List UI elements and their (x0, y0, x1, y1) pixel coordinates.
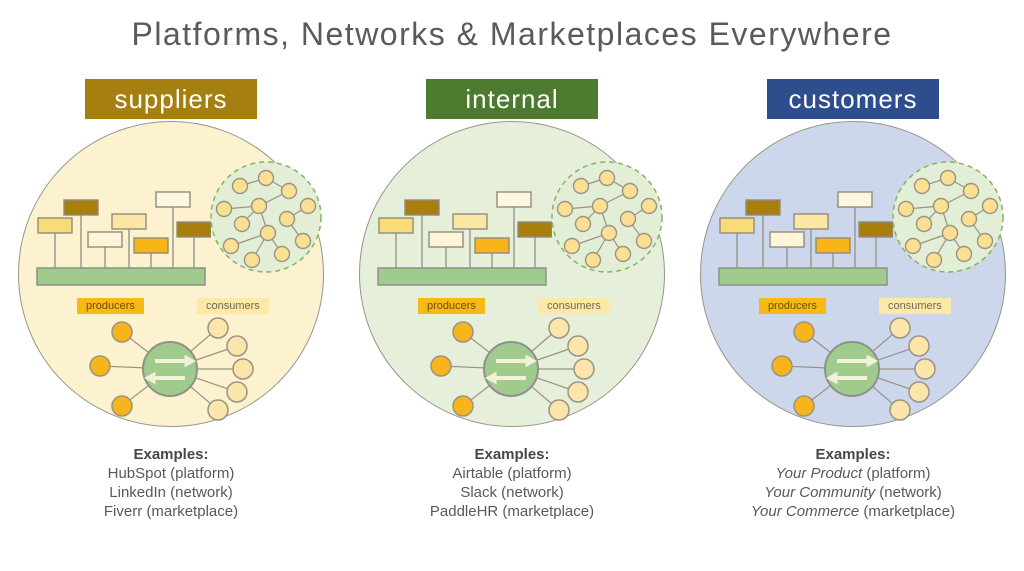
example-name: PaddleHR (429, 503, 499, 520)
example-kind: (network) (879, 484, 942, 501)
platform-icon (31, 182, 211, 294)
example-marketplace: Your Commerce (marketplace) (751, 502, 955, 521)
example-network: LinkedIn (network) (104, 483, 238, 502)
example-platform: Airtable (platform) (430, 464, 594, 483)
platform-icon (372, 182, 552, 294)
producers-label: producers (759, 298, 826, 314)
internal-examples: Examples: Airtable (platform) Slack (net… (430, 445, 594, 521)
page-title: Platforms, Networks & Marketplaces Every… (131, 16, 893, 52)
slide: Platforms, Networks & Marketplaces Every… (0, 16, 1024, 521)
platform-icon (713, 182, 893, 294)
example-name: Your Commerce (750, 503, 860, 520)
example-network: Slack (network) (430, 483, 594, 502)
customers-header: customers (767, 79, 939, 119)
example-network: Your Community (network) (751, 483, 955, 502)
example-kind: (marketplace) (863, 503, 956, 520)
producers-label: producers (77, 298, 144, 314)
customers-examples: Examples: Your Product (platform) Your C… (751, 445, 955, 521)
example-kind: (platform) (170, 465, 235, 482)
example-kind: (network) (501, 484, 564, 501)
panels-row: suppliers producers consumers Examples: … (0, 79, 1024, 521)
example-platform: Your Product (platform) (751, 464, 955, 483)
example-name: Your Community (764, 484, 876, 501)
example-marketplace: PaddleHR (marketplace) (430, 502, 594, 521)
examples-heading: Examples: (815, 446, 891, 463)
consumers-label: consumers (197, 298, 269, 314)
example-kind: (platform) (507, 465, 572, 482)
internal-header: internal (426, 79, 598, 119)
examples-heading: Examples: (133, 446, 209, 463)
internal-circle: producers consumers (359, 121, 665, 427)
example-name: Airtable (452, 465, 504, 482)
example-kind: (marketplace) (146, 503, 239, 520)
consumers-label: consumers (879, 298, 951, 314)
example-name: Slack (460, 484, 497, 501)
network-icon (209, 160, 323, 274)
example-name: Your Product (775, 465, 863, 482)
panel-customers: customers producers consumers Examples: … (683, 79, 1024, 521)
suppliers-examples: Examples: HubSpot (platform) LinkedIn (n… (104, 445, 238, 521)
examples-heading: Examples: (474, 446, 550, 463)
customers-circle: producers consumers (700, 121, 1006, 427)
suppliers-header: suppliers (85, 79, 257, 119)
consumers-label: consumers (538, 298, 610, 314)
producers-label: producers (418, 298, 485, 314)
marketplace-icon (757, 314, 947, 424)
network-icon (891, 160, 1005, 274)
panel-suppliers: suppliers producers consumers Examples: … (1, 79, 342, 521)
marketplace-icon (75, 314, 265, 424)
example-platform: HubSpot (platform) (104, 464, 238, 483)
example-marketplace: Fiverr (marketplace) (104, 502, 238, 521)
example-name: HubSpot (107, 465, 166, 482)
example-kind: (marketplace) (502, 503, 595, 520)
panel-internal: internal producers consumers Examples: A… (342, 79, 683, 521)
marketplace-icon (416, 314, 606, 424)
example-kind: (network) (170, 484, 233, 501)
example-name: LinkedIn (109, 484, 166, 501)
example-kind: (platform) (866, 465, 931, 482)
network-icon (550, 160, 664, 274)
suppliers-circle: producers consumers (18, 121, 324, 427)
example-name: Fiverr (103, 503, 143, 520)
